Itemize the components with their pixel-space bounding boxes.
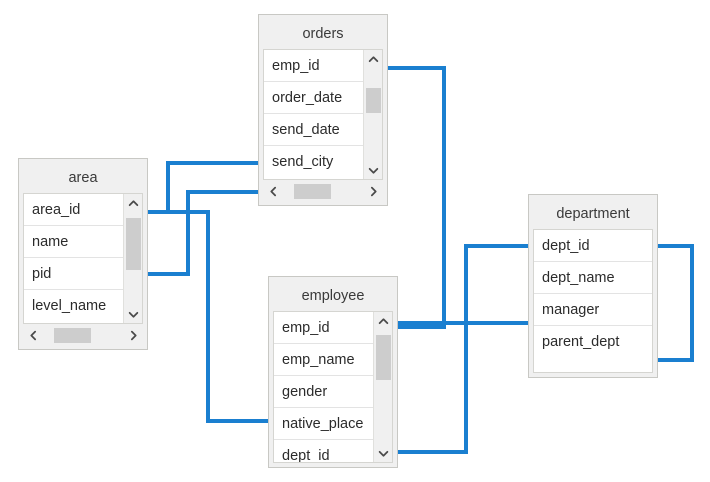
horizontal-scroll-track[interactable] — [43, 326, 123, 345]
vertical-scroll-track[interactable] — [124, 212, 142, 305]
chevron-up-icon[interactable] — [124, 194, 142, 212]
chevron-left-icon[interactable] — [23, 326, 43, 345]
entity-table-title: area — [23, 163, 143, 193]
chevron-down-icon[interactable] — [124, 305, 142, 323]
entity-column-row[interactable]: level_name — [24, 290, 123, 322]
vertical-scroll-thumb[interactable] — [126, 217, 141, 270]
horizontal-scrollbar[interactable] — [23, 326, 143, 345]
entity-table-title: department — [533, 199, 653, 229]
entity-column-row[interactable]: manager — [534, 294, 652, 326]
horizontal-scroll-thumb[interactable] — [54, 328, 91, 343]
entity-column-row[interactable]: emp_name — [274, 344, 373, 376]
vertical-scroll-thumb[interactable] — [366, 88, 381, 113]
entity-column-row[interactable]: dept_id — [534, 230, 652, 262]
vertical-scroll-track[interactable] — [374, 330, 392, 444]
relationship-link[interactable] — [398, 244, 528, 454]
chevron-right-icon[interactable] — [123, 326, 143, 345]
chevron-up-icon[interactable] — [374, 312, 392, 330]
entity-column-row[interactable]: emp_id — [274, 312, 373, 344]
relationship-link[interactable] — [658, 244, 694, 362]
relationship-link[interactable] — [148, 161, 258, 214]
entity-column-row[interactable]: dept_name — [534, 262, 652, 294]
entity-column-row[interactable]: name — [24, 226, 123, 258]
vertical-scrollbar[interactable] — [363, 50, 382, 179]
entity-column-row[interactable]: pid — [24, 258, 123, 290]
horizontal-scroll-thumb[interactable] — [294, 184, 331, 199]
entity-column-row[interactable]: order_date — [264, 82, 363, 114]
entity-column-row[interactable]: send_city — [264, 146, 363, 178]
entity-table-title: employee — [273, 281, 393, 311]
entity-column-row[interactable]: emp_id — [264, 50, 363, 82]
relationship-link[interactable] — [148, 190, 258, 276]
chevron-up-icon[interactable] — [364, 50, 382, 68]
chevron-right-icon[interactable] — [363, 182, 383, 201]
horizontal-scroll-track[interactable] — [283, 182, 363, 201]
vertical-scrollbar[interactable] — [123, 194, 142, 323]
chevron-left-icon[interactable] — [263, 182, 283, 201]
entity-column-row[interactable]: area_id — [24, 194, 123, 226]
vertical-scroll-track[interactable] — [364, 68, 382, 161]
entity-column-row[interactable]: native_place — [274, 408, 373, 440]
chevron-down-icon[interactable] — [364, 161, 382, 179]
vertical-scroll-thumb[interactable] — [376, 334, 391, 381]
chevron-down-icon[interactable] — [374, 444, 392, 462]
entity-column-row[interactable]: send_date — [264, 114, 363, 146]
vertical-scrollbar[interactable] — [373, 312, 392, 462]
relationship-link[interactable] — [148, 210, 268, 423]
horizontal-scrollbar[interactable] — [263, 182, 383, 201]
entity-column-row[interactable]: parent_dept — [534, 326, 652, 358]
entity-table-title: orders — [263, 19, 383, 49]
entity-column-row[interactable]: gender — [274, 376, 373, 408]
entity-column-row[interactable]: dept_id — [274, 440, 373, 462]
